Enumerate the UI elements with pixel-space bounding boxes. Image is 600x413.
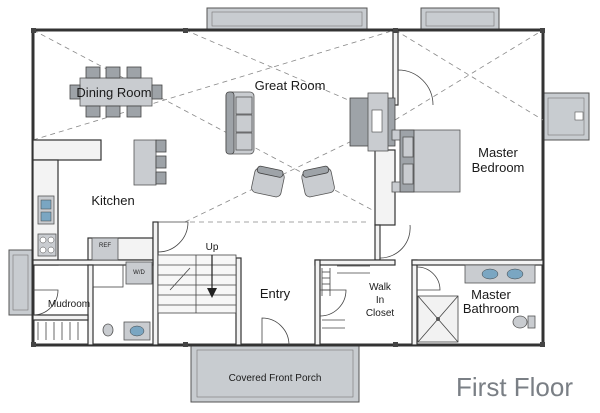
bath-wall-top [411,259,544,266]
stairs-up-label: Up [206,242,219,253]
staircase [157,254,237,314]
mudroom-bench [32,314,89,321]
bedroom-wall-upper [392,29,399,106]
mudroom-bench-slats [37,322,79,340]
washer-dryer [125,261,153,285]
armchair-right [301,165,335,198]
master-bathroom-label-line2: Bathroom [463,301,519,316]
covered-front-porch-label: Covered Front Porch [229,373,322,384]
kitchen-label: Kitchen [91,193,134,208]
armchair-left [251,165,285,198]
bedroom-wall-lower [374,224,381,261]
bath-wall-left [411,259,418,346]
dining-chairs [69,66,163,118]
master-bedroom-label-line2: Bedroom [472,160,525,175]
master-toilet [512,315,528,329]
refrigerator [91,237,119,261]
kitchen-island [133,139,157,186]
upper-deck-left [206,7,368,31]
mudroom-wall [87,264,94,346]
dining-table [79,77,153,107]
upper-deck-right [420,7,500,31]
shower [417,295,459,343]
washer-dryer-label: W/D [133,270,145,276]
closet-shelving [321,265,370,329]
refrigerator-label: REF [99,243,111,249]
master-bed [391,129,461,193]
range-stove [37,233,57,257]
double-vanity [464,264,536,284]
walk-in-closet-label-line2: In [376,295,384,306]
great-room-label: Great Room [255,78,326,93]
closet-wall-top [314,259,396,266]
dining-room-label: Dining Room [76,85,151,100]
entry-label: Entry [260,286,291,301]
closet-wall-left [314,259,321,346]
walk-in-closet-label-line1: Walk [369,282,392,293]
bar-stools [155,139,167,185]
master-bathroom-label-line1: Master [471,287,511,302]
walk-in-closet-label-line3: Closet [366,308,395,319]
master-bedroom-label-line1: Master [478,145,518,160]
corner-posts [31,28,545,347]
mudroom-stoop [8,249,33,316]
floor-title: First Floor [456,372,573,402]
sofa [225,91,255,155]
stair-wall-right [235,257,242,346]
stair-wall-left [152,221,159,346]
half-bath-toilet [102,323,114,337]
mudroom-label: Mudroom [48,299,90,310]
kitchen-counter-top [32,139,102,161]
